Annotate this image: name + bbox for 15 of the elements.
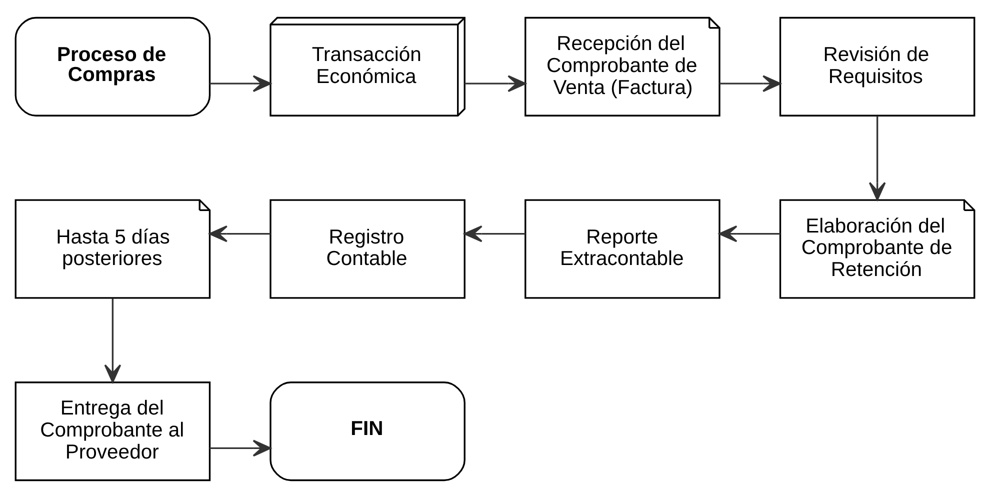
arrow <box>210 439 272 456</box>
arrow <box>210 74 272 92</box>
arrow <box>464 74 526 92</box>
node-box: Entrega del Comprobante al Proveedor <box>14 381 211 481</box>
arrow <box>464 224 526 242</box>
arrow <box>718 224 780 242</box>
node-box: Reporte Extracontable <box>524 198 720 298</box>
arrow <box>104 298 122 382</box>
node-box: FIN <box>270 381 466 481</box>
arrow <box>209 224 270 242</box>
node-box: Revisión de Requisitos <box>779 16 976 116</box>
node-box: Proceso de Compras <box>14 16 211 116</box>
arrow <box>868 116 886 200</box>
arrow <box>720 74 781 92</box>
node-box: Registro Contable <box>270 198 466 298</box>
